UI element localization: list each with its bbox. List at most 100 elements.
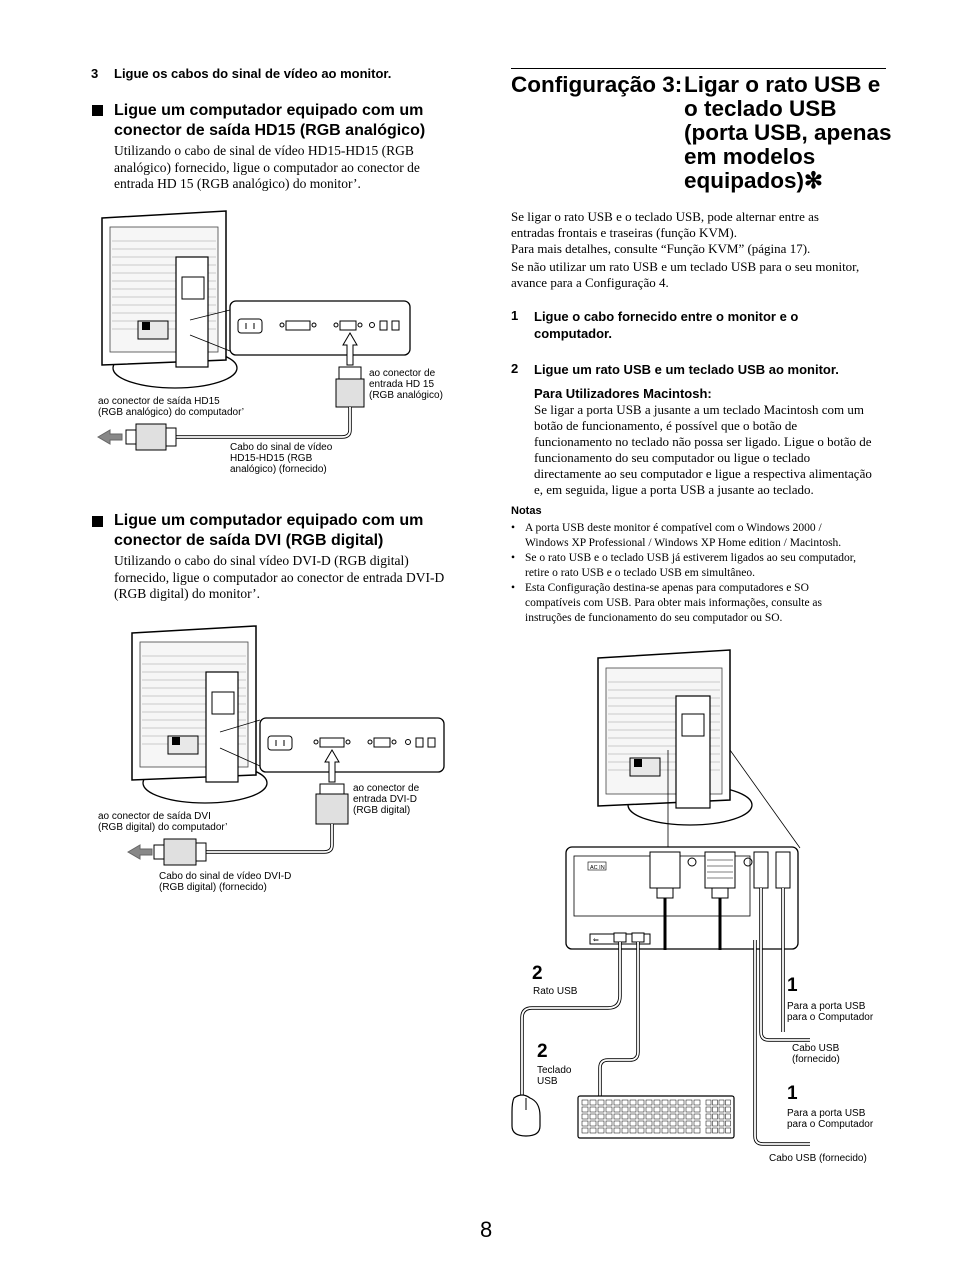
hd15-plug (704, 851, 736, 889)
usb-upstream-plug (753, 851, 769, 889)
keyboard-key (621, 1127, 629, 1134)
keyboard-key (581, 1120, 589, 1127)
note-line: instruções de funcionamento do seu compu… (525, 612, 783, 624)
keyboard-key (645, 1113, 653, 1120)
notes-list: A porta USB deste monitor é compatível c… (511, 521, 891, 626)
hd15-input-port (339, 320, 357, 331)
caption-line: ao conector de (369, 368, 436, 379)
pc1-label: Para a porta USB para o Computador (787, 1001, 873, 1023)
keyboard-key (597, 1113, 605, 1120)
caption-line: analógico) (fornecido) (230, 464, 327, 475)
keyboard-key (677, 1120, 685, 1127)
keyboard-key (621, 1106, 629, 1113)
keyboard-key (725, 1120, 731, 1127)
ac-in-label: AC IN (590, 865, 605, 871)
mac-line: e, em seguida, ligue a porta USB a jusan… (534, 482, 814, 497)
keyboard-key (725, 1113, 731, 1120)
keyboard-key (677, 1127, 685, 1134)
dvi-body-line: (RGB digital) do monitor’. (114, 586, 260, 601)
intro-line: entradas frontais e traseiras (função KV… (511, 225, 737, 240)
hd15-body-line: Utilizando o cabo de sinal de vídeo HD15… (114, 143, 414, 158)
arrow-up-icon (342, 332, 358, 366)
caption-line: (RGB digital) do computador’ (98, 822, 228, 833)
mac-line: funcionamento do seu computador ou ligue… (534, 450, 811, 465)
caption-line: ao conector de saída HD15 (98, 396, 220, 407)
keyboard-key (605, 1120, 613, 1127)
dvi-output-label: ao conector de saída DVI (RGB digital) d… (98, 811, 227, 833)
keyboard-key (705, 1099, 712, 1106)
keyboard-key (685, 1113, 693, 1120)
keyboard-key (581, 1113, 589, 1120)
caption-line: (RGB digital) (353, 805, 411, 816)
dvi-input-port (319, 737, 345, 748)
caption-line: Cabo do sinal de vídeo DVI-D (159, 871, 292, 882)
caption-line: Teclado (537, 1065, 572, 1076)
square-bullet-icon (92, 516, 103, 527)
connector-panel (259, 717, 445, 773)
hd15-body-line: analógico) fornecido, ligue o computador… (114, 159, 420, 175)
caption-line: entrada DVI-D (353, 794, 417, 805)
keyboard-key (669, 1113, 677, 1120)
keyboard-key (621, 1120, 629, 1127)
arrow-up-icon (324, 749, 340, 783)
step-line: Ligue o cabo fornecido entre o monitor e… (534, 309, 799, 324)
keyboard-key (661, 1127, 669, 1134)
keyboard-key (705, 1106, 712, 1113)
caption-line: Para a porta USB (787, 1108, 866, 1119)
intro-line: Se não utilizar um rato USB e um teclado… (511, 259, 860, 274)
keyboard-key (637, 1120, 645, 1127)
keyboard-key (645, 1127, 653, 1134)
keyboard-key (613, 1127, 621, 1134)
caption-line: (RGB analógico) do computador’ (98, 407, 245, 418)
usb-downstream-port (613, 932, 627, 943)
dvi-input-label: ao conector de entrada DVI-D (RGB digita… (353, 783, 419, 816)
keyboard-key (605, 1127, 613, 1134)
keyboard-key (669, 1106, 677, 1113)
cable1-label: Cabo USB (fornecido) (792, 1043, 840, 1065)
keyboard-key (718, 1099, 725, 1106)
keyboard-key (645, 1106, 653, 1113)
hd15-plug-computer (135, 423, 167, 451)
keyboard-step-number: 2 (537, 1041, 548, 1062)
hd15-body-line: entrada HD 15 (RGB analógico) do monitor… (114, 176, 361, 191)
step-line: computador. (534, 326, 613, 341)
keyboard-key (705, 1113, 712, 1120)
keyboard-key (693, 1120, 701, 1127)
caption-line: USB (537, 1076, 558, 1087)
step-3-text: Ligue os cabos do sinal de vídeo ao moni… (114, 66, 392, 81)
keyboard-key (629, 1120, 637, 1127)
monitor-neck (675, 695, 711, 809)
keyboard-key (589, 1120, 597, 1127)
keyboard-key (677, 1106, 685, 1113)
section-title: Ligar o rato USB e o teclado USB (porta … (684, 73, 892, 193)
keyboard-key (653, 1099, 661, 1106)
keyboard-key (685, 1106, 693, 1113)
keyboard-key (589, 1113, 597, 1120)
keyboard-key (718, 1113, 725, 1120)
step-3-number: 3 (91, 66, 99, 81)
caption-line: ao conector de (353, 783, 420, 794)
monitor-neck (175, 256, 209, 368)
keyboard-key (712, 1106, 718, 1113)
dvi-plug (649, 851, 681, 889)
keyboard-key (581, 1127, 589, 1134)
keyboard-key (637, 1127, 645, 1134)
title-line: equipados)✻ (684, 168, 823, 193)
intro-line: avance para a Configuração 4. (511, 275, 669, 290)
usb-connection-figure: AC IN ⇐ (511, 649, 810, 1146)
keyboard-key (597, 1106, 605, 1113)
mac-line: botão de funcionamento, é possível que o… (534, 418, 798, 433)
keyboard-key (621, 1113, 629, 1120)
dvi-body: Utilizando o cabo do sinal vídeo DVI-D (… (114, 553, 444, 603)
dvi-body-line: fornecido, ligue o computador ao conecto… (114, 569, 445, 585)
keyboard-label: Teclado USB (537, 1065, 571, 1087)
hd15-body: Utilizando o cabo de sinal de vídeo HD15… (114, 143, 420, 193)
hd15-heading-line-2: conector de saída HD15 (RGB analógico) (114, 122, 426, 139)
title-line: (porta USB, apenas (684, 120, 892, 145)
keyboard-key (661, 1113, 669, 1120)
ac-in-socket (237, 318, 263, 334)
dvi-heading: Ligue um computador equipado com um cone… (114, 511, 423, 551)
pc2-label: Para a porta USB para o Computador (787, 1108, 873, 1130)
keyboard-key (597, 1120, 605, 1127)
note-item: Esta Configuração destina-se apenas para… (511, 581, 891, 626)
